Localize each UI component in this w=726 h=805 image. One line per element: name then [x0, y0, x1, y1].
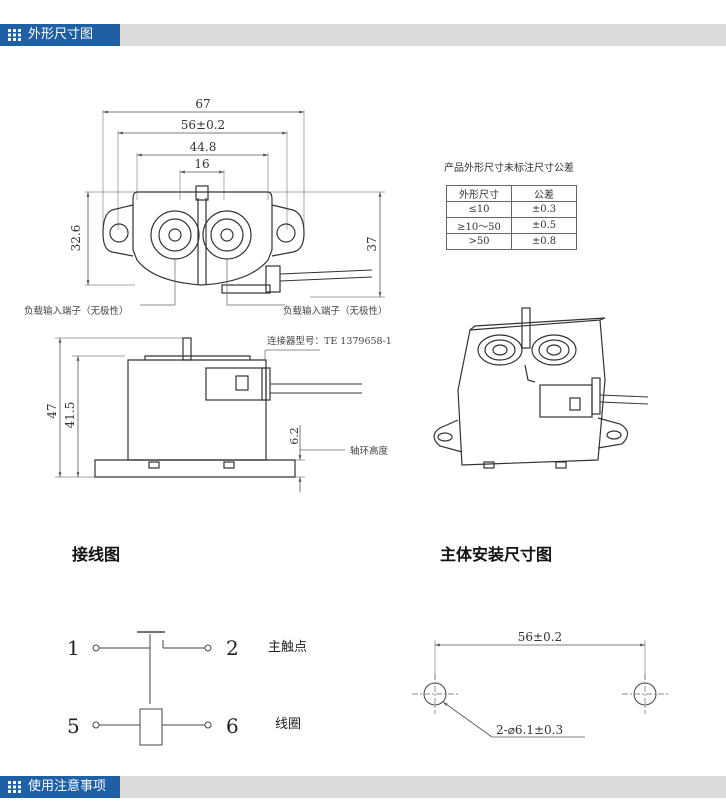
- label-terminal-right: 负载输入端子（无极性）: [283, 305, 388, 317]
- table-cell: >50: [446, 233, 512, 250]
- dim-37: 37: [365, 236, 379, 251]
- grid-icon: [8, 781, 21, 793]
- mount-hole-label: 2-⌀6.1±0.3: [496, 723, 563, 737]
- pin-1: 1: [67, 636, 80, 660]
- mount-spacing: 56±0.2: [518, 630, 562, 644]
- section-tab: 使用注意事项: [0, 776, 120, 798]
- table-row: ≤10 ±0.3: [446, 201, 577, 218]
- table-row: >50 ±0.8: [446, 233, 577, 250]
- section-header-notes: 使用注意事项: [0, 776, 726, 798]
- pin-2: 2: [226, 636, 239, 660]
- mounting-heading: 主体安装尺寸图: [440, 545, 553, 564]
- table-header-cell: 外形尺寸: [446, 185, 512, 202]
- wiring-diagram: [92, 631, 212, 746]
- section-tab: 外形尺寸图: [0, 24, 120, 46]
- table-row: ≥10～50 ±0.5: [446, 217, 577, 234]
- tolerance-caption: 产品外形尺寸未标注尺寸公差: [444, 163, 574, 174]
- grid-icon: [8, 29, 21, 41]
- wiring-heading: 接线图: [72, 545, 121, 564]
- connector-label: 连接器型号：TE 1379658-1: [267, 335, 392, 347]
- dim-32-6: 32.6: [69, 225, 83, 252]
- dim-6-2: 6.2: [288, 427, 301, 445]
- table-cell: ±0.8: [511, 233, 577, 250]
- table-cell: ±0.3: [511, 201, 577, 218]
- top-view: [85, 110, 385, 306]
- main-contact-label: 主触点: [268, 640, 307, 655]
- table-cell: ≥10～50: [446, 217, 512, 234]
- table-header-row: 外形尺寸 公差: [446, 185, 577, 202]
- dim-41-5: 41.5: [63, 402, 77, 429]
- mounting-diagram: [412, 640, 668, 738]
- ring-height-label: 轴环高度: [350, 445, 389, 457]
- side-view: [55, 337, 362, 492]
- section-title: 使用注意事项: [28, 779, 107, 794]
- table-cell: ≤10: [446, 201, 512, 218]
- dim-16: 16: [194, 157, 209, 171]
- dim-47: 47: [45, 403, 59, 418]
- label-terminal-left: 负载输入端子（无极性）: [24, 305, 129, 317]
- table-cell: ±0.5: [511, 217, 577, 234]
- dim-56: 56±0.2: [181, 118, 225, 132]
- isometric-view: [433, 307, 649, 469]
- coil-label: 线圈: [275, 717, 301, 732]
- section-header-dimensions: 外形尺寸图: [0, 24, 726, 46]
- pin-6: 6: [226, 714, 239, 738]
- pin-5: 5: [67, 714, 80, 738]
- dim-67: 67: [195, 97, 210, 111]
- dim-44-8: 44.8: [190, 140, 217, 154]
- table-header-cell: 公差: [511, 185, 577, 202]
- tolerance-table: 外形尺寸 公差 ≤10 ±0.3 ≥10～50 ±0.5 >50 ±0.8: [446, 185, 577, 250]
- section-title: 外形尺寸图: [28, 27, 94, 42]
